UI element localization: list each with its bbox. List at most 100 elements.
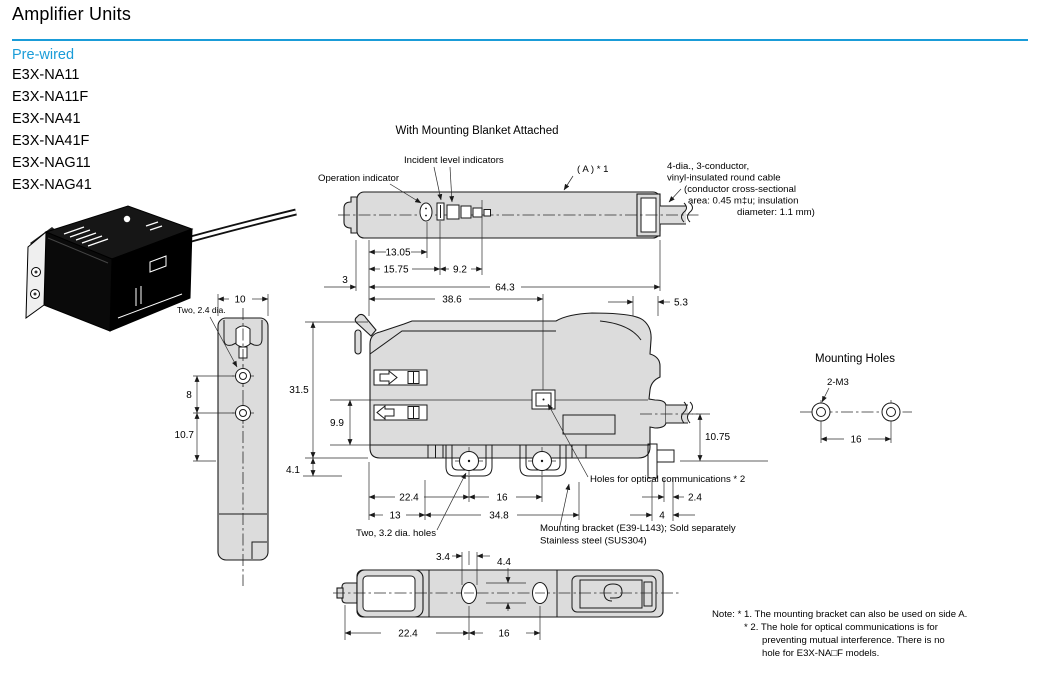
cable-break xyxy=(681,202,687,223)
fiber-lock-tab xyxy=(343,196,358,234)
dim-16: 16 xyxy=(468,493,543,504)
svg-text:34.8: 34.8 xyxy=(489,511,509,522)
optical-comm-hole xyxy=(531,389,556,410)
mounting-holes-diagram: Mounting Holes 2-M3 16 xyxy=(800,353,912,446)
svg-text:16: 16 xyxy=(498,629,510,640)
side-a-label: ( A ) * 1 xyxy=(577,164,608,175)
amplifier-body-side xyxy=(369,312,667,459)
svg-text:22.4: 22.4 xyxy=(398,629,418,640)
svg-text:diameter: 1.1 mm): diameter: 1.1 mm) xyxy=(737,207,815,218)
note-line: hole for E3X-NA□F models. xyxy=(762,648,879,659)
top-view-title: With Mounting Blanket Attached xyxy=(395,125,558,137)
model-item: E3X-NA41F xyxy=(12,133,90,149)
svg-text:2.4: 2.4 xyxy=(688,493,702,504)
incident-label: Incident level indicators xyxy=(404,155,504,166)
model-list: E3X-NA11 E3X-NA11F E3X-NA41 E3X-NA41F E3… xyxy=(12,64,92,196)
note-line: * 2. The hole for optical communications… xyxy=(744,622,939,633)
svg-text:9.2: 9.2 xyxy=(453,265,467,276)
svg-text:5.3: 5.3 xyxy=(674,298,688,309)
footnote: Note: * 1. The mounting bracket can also… xyxy=(712,609,967,659)
optical-holes-label: Holes for optical communications * 2 xyxy=(590,474,745,485)
svg-text:3: 3 xyxy=(342,275,348,286)
svg-text:15.75: 15.75 xyxy=(383,265,408,276)
extension-lines xyxy=(193,294,269,462)
bracket-holes xyxy=(455,447,556,475)
dim-9-2: 9.2 xyxy=(439,265,483,276)
model-item: E3X-NAG11 xyxy=(12,155,91,171)
dim-4-4: 4.4 xyxy=(497,557,511,611)
operation-label: Operation indicator xyxy=(318,173,400,184)
dim-3: 3 xyxy=(324,275,357,290)
category-label: Pre-wired xyxy=(12,47,75,63)
note-line: Note: * 1. The mounting bracket can also… xyxy=(712,609,967,620)
arrow-right-icon xyxy=(379,369,398,386)
dim-34-8: 34.8 xyxy=(424,511,580,522)
model-item: E3X-NAG41 xyxy=(12,177,92,193)
model-item: E3X-NA41 xyxy=(12,111,81,127)
dim-64-3: 64.3 xyxy=(368,283,661,294)
dial xyxy=(123,215,131,223)
svg-text:area: 0.45 m‡u; insulation: area: 0.45 m‡u; insulation xyxy=(688,196,798,207)
header-rule xyxy=(12,39,1028,41)
svg-text:10.75: 10.75 xyxy=(705,432,730,443)
svg-text:38.6: 38.6 xyxy=(442,295,462,306)
svg-text:4: 4 xyxy=(659,511,665,522)
svg-text:vinyl-insulated round cable: vinyl-insulated round cable xyxy=(667,173,781,184)
svg-text:3.4: 3.4 xyxy=(436,552,450,563)
dim-3-4: 3.4 xyxy=(436,552,490,563)
label-plate xyxy=(562,414,616,435)
svg-text:4.4: 4.4 xyxy=(497,557,511,568)
bracket-holes-label: Two, 3.2 dia. holes xyxy=(356,528,436,539)
dim-5-3: 5.3 xyxy=(608,298,688,309)
svg-text:31.5: 31.5 xyxy=(289,385,309,396)
dim-8: 8 xyxy=(186,375,200,414)
dim-13: 13 xyxy=(368,511,426,522)
note-line: preventing mutual interference. There is… xyxy=(762,635,945,646)
dim-22-4: 22.4 xyxy=(368,493,470,504)
svg-text:4-dia., 3-conductor,: 4-dia., 3-conductor, xyxy=(667,161,749,172)
dim-2-4: 2.4 xyxy=(642,493,702,504)
extension-lines xyxy=(303,294,768,521)
bracket-label-line1: Mounting bracket (E39-L143); Sold separa… xyxy=(540,523,736,534)
indicator-ribs xyxy=(63,221,163,247)
oblong-holes xyxy=(461,582,548,604)
side-view: 38.6 5.3 31.5 9.9 4.1 10.75 xyxy=(286,294,768,547)
svg-text:13.05: 13.05 xyxy=(385,248,410,259)
dim-4-1: 4.1 xyxy=(286,457,316,477)
operation-indicator xyxy=(419,202,433,222)
dim-4: 4 xyxy=(630,511,695,522)
dim-10-75: 10.75 xyxy=(697,413,730,462)
svg-text:22.4: 22.4 xyxy=(399,493,419,504)
product-photo xyxy=(25,205,297,332)
dim-13-05: 13.05 xyxy=(368,248,428,259)
svg-text:4.1: 4.1 xyxy=(286,465,300,476)
dim-16-mounting: 16 xyxy=(820,435,892,446)
din-hook xyxy=(603,583,623,602)
incident-level-indicators xyxy=(436,202,491,221)
dim-9-9: 9.9 xyxy=(330,399,353,446)
top-view: With Mounting Blanket Attached Incident xyxy=(318,125,815,316)
dim-10: 10 xyxy=(217,295,269,306)
svg-text:16: 16 xyxy=(850,435,862,446)
page-title: Amplifier Units xyxy=(12,4,132,24)
m3-hole xyxy=(811,400,831,424)
front-view: Two, 2.4 dia. 10 8 10.7 xyxy=(175,294,269,586)
mounting-holes-title: Mounting Holes xyxy=(815,353,895,365)
svg-text:(conductor cross-sectional: (conductor cross-sectional xyxy=(684,184,796,195)
bracket-label-line2: Stainless steel (SUS304) xyxy=(540,536,647,547)
svg-text:9.9: 9.9 xyxy=(330,418,344,429)
svg-text:64.3: 64.3 xyxy=(495,283,515,294)
model-item: E3X-NA11F xyxy=(12,89,89,105)
svg-text:16: 16 xyxy=(496,493,508,504)
bottom-view: 3.4 4.4 22.4 16 xyxy=(333,551,680,640)
screw-label: 2-M3 xyxy=(827,377,849,388)
svg-text:10.7: 10.7 xyxy=(175,430,195,441)
fiber-holes xyxy=(232,365,254,424)
dim-16-bottom: 16 xyxy=(468,629,541,640)
arrow-left-icon xyxy=(376,404,395,421)
svg-text:8: 8 xyxy=(186,390,192,401)
front-holes-label: Two, 2.4 dia. xyxy=(177,305,226,315)
sensitivity-switches xyxy=(373,369,428,421)
